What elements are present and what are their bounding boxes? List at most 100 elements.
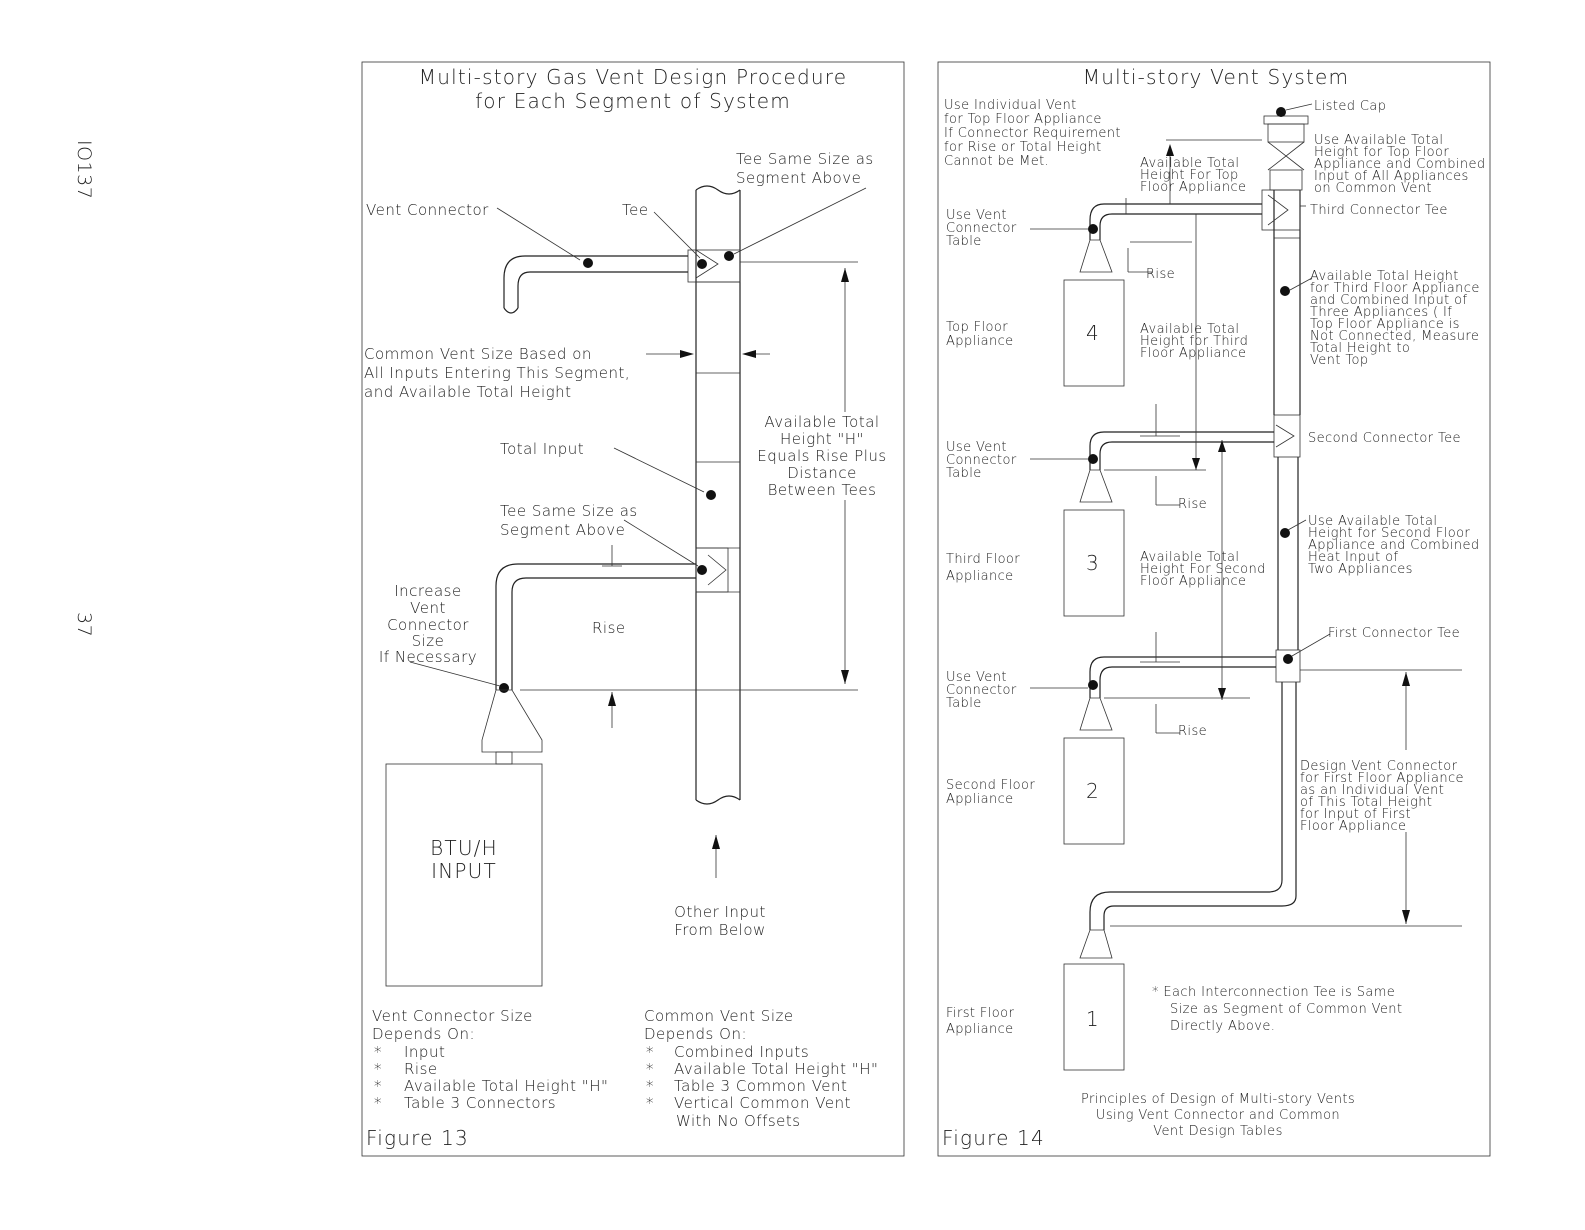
- second-total-line-5: Two Appliances: [1308, 562, 1413, 577]
- lower-tee-dot: [697, 565, 707, 575]
- avail-third-note: Available Total Height for Third Floor A…: [1140, 322, 1248, 361]
- increase-label-5: If Necessary: [379, 648, 477, 666]
- use-total-top-line-2: Height for Top Floor: [1314, 145, 1449, 160]
- top-floor-line-2: Appliance: [946, 334, 1014, 349]
- second-connector: [1089, 656, 1276, 698]
- btu-input-appliance: [385, 763, 543, 987]
- tee-same-size-label-2: Segment Above: [736, 169, 861, 187]
- avail-third-line-1: Available Total: [1140, 322, 1239, 337]
- appliance-3: 3: [1063, 469, 1125, 617]
- second-total-line-4: Heat Input of: [1308, 550, 1399, 565]
- avail-top-line-1: Available Total: [1140, 156, 1239, 171]
- available-height-label-3: Equals Rise Plus: [757, 447, 886, 465]
- third-floor-line-2: Appliance: [946, 569, 1014, 584]
- avail-second-line-3: Floor Appliance: [1140, 574, 1246, 589]
- use-vent-connector-table-third: Use Vent Connector Table: [946, 440, 1017, 481]
- design-vent-line-3: as an Individual Vent: [1300, 783, 1444, 798]
- upper-tee-fitting: [687, 249, 741, 283]
- notes-left-bullet-4: *: [374, 1094, 382, 1112]
- total-input-label: Total Input: [500, 440, 584, 458]
- connector-outlet-dot: [499, 683, 509, 693]
- tee-note: * Each Interconnection Tee is Same Size …: [1152, 985, 1402, 1034]
- design-vent-line-2: for First Floor Appliance: [1300, 771, 1464, 786]
- appliance-4: 4: [1063, 239, 1125, 387]
- third-total-line-8: Vent Top: [1310, 353, 1369, 368]
- uvct-second-line-2: Connector: [946, 683, 1017, 698]
- appliance-2: 2: [1063, 697, 1125, 845]
- fig14-caption: Figure 14: [942, 1126, 1045, 1150]
- total-input-dot: [706, 490, 716, 500]
- second-total-line-3: Appliance and Combined: [1308, 538, 1480, 553]
- first-tee: [1275, 649, 1301, 683]
- tee-lower-label-2: Segment Above: [500, 521, 625, 539]
- page-number: 37: [73, 612, 95, 637]
- increase-label-2: Vent: [410, 599, 446, 617]
- tee-label: Tee: [622, 201, 649, 219]
- individual-vent-line-5: Cannot be Met.: [944, 154, 1049, 169]
- fig13-title-line2: for Each Segment of System: [475, 89, 791, 113]
- use-vent-connector-table-top: Use Vent Connector Table: [946, 208, 1017, 249]
- design-vent-note: Design Vent Connector for First Floor Ap…: [1300, 759, 1464, 834]
- principles-line-1: Principles of Design of Multi-story Vent…: [1081, 1092, 1355, 1107]
- individual-vent-line-4: for Rise or Total Height: [944, 140, 1102, 155]
- rise-label-third: Rise: [1178, 497, 1207, 512]
- height-dimension: [520, 261, 858, 728]
- common-vent-pipe: [695, 185, 741, 805]
- listed-cap: [1263, 103, 1313, 191]
- other-input-label-1: Other Input: [674, 903, 766, 921]
- third-connector-tee-label: Third Connector Tee: [1310, 203, 1448, 218]
- cap-dot: [1276, 107, 1286, 117]
- rise-label-second: Rise: [1178, 724, 1207, 739]
- notes-left-item-2: Rise: [404, 1060, 438, 1078]
- first-tee-dot: [1283, 654, 1293, 664]
- third-total-line-1: Available Total Height: [1310, 269, 1459, 284]
- common-vent-label-2: All Inputs Entering This Segment,: [364, 364, 630, 382]
- second-total-note: Use Available Total Height for Second Fl…: [1308, 514, 1480, 577]
- upper-tee-dot: [697, 259, 707, 269]
- uvct-top-line-2: Connector: [946, 221, 1017, 236]
- vent-connector-notes: Vent Connector Size Depends On: * Input …: [372, 1007, 608, 1112]
- tee-note-line-2: Size as Segment of Common Vent: [1170, 1002, 1402, 1017]
- appliance-number-4: 4: [1086, 321, 1100, 345]
- notes-right-item-cont: With No Offsets: [676, 1112, 801, 1130]
- design-vent-line-4: of This Total Height: [1300, 795, 1432, 810]
- second-floor-line-1: Second Floor: [946, 778, 1035, 793]
- notes-left-bullet-1: *: [374, 1043, 382, 1061]
- box-label-line1: BTU/H: [430, 836, 498, 860]
- rise-label-top: Rise: [1146, 267, 1175, 282]
- notes-right-bullet-1: *: [646, 1043, 654, 1061]
- second-connector-tee-label: Second Connector Tee: [1308, 431, 1461, 446]
- fig14-dimensions: [1030, 139, 1462, 927]
- use-vent-connector-table-second: Use Vent Connector Table: [946, 670, 1017, 711]
- first-floor-line-1: First Floor: [946, 1006, 1014, 1021]
- notes-right-item-1: Combined Inputs: [674, 1043, 809, 1061]
- first-floor-line-2: Appliance: [946, 1022, 1014, 1037]
- appliance-number-1: 1: [1086, 1007, 1100, 1031]
- third-total-line-4: Three Appliances ( If: [1310, 305, 1452, 320]
- fig14-title: Multi-story Vent System: [1083, 65, 1350, 89]
- third-tee: [1261, 189, 1301, 231]
- avail-second-line-2: Height For Second: [1140, 562, 1266, 577]
- design-vent-line-5: for Input of First: [1300, 807, 1411, 822]
- figure-14: Multi-story Vent System: [937, 61, 1491, 1157]
- figure-14-frame: [937, 61, 1491, 1157]
- uvct-second-line-3: Table: [946, 696, 982, 711]
- available-height-label-1: Available Total: [764, 413, 879, 431]
- upper-tee-size-dot: [724, 251, 734, 261]
- tee-note-line-3: Directly Above.: [1170, 1019, 1275, 1034]
- uvct-top-line-1: Use Vent: [946, 208, 1007, 223]
- increase-label-1: Increase: [394, 582, 461, 600]
- lower-vent-connector: [495, 563, 696, 690]
- third-total-note: Available Total Height for Third Floor A…: [1310, 269, 1479, 368]
- notes-right-item-2: Available Total Height "H": [674, 1060, 878, 1078]
- individual-vent-line-1: Use Individual Vent: [944, 98, 1077, 113]
- principles-caption: Principles of Design of Multi-story Vent…: [1081, 1092, 1355, 1139]
- figure-13: Multi-story Gas Vent Design Procedure fo…: [361, 61, 905, 1157]
- notes-left-header-1: Vent Connector Size: [372, 1007, 533, 1025]
- use-total-top-line-3: Appliance and Combined: [1314, 157, 1486, 172]
- other-input-label-2: From Below: [674, 921, 766, 939]
- upper-vent-connector: [503, 255, 688, 314]
- first-connector-tee-label: First Connector Tee: [1328, 626, 1460, 641]
- available-height-label-5: Between Tees: [768, 481, 877, 499]
- common-vent-label-3: and Available Total Height: [364, 383, 572, 401]
